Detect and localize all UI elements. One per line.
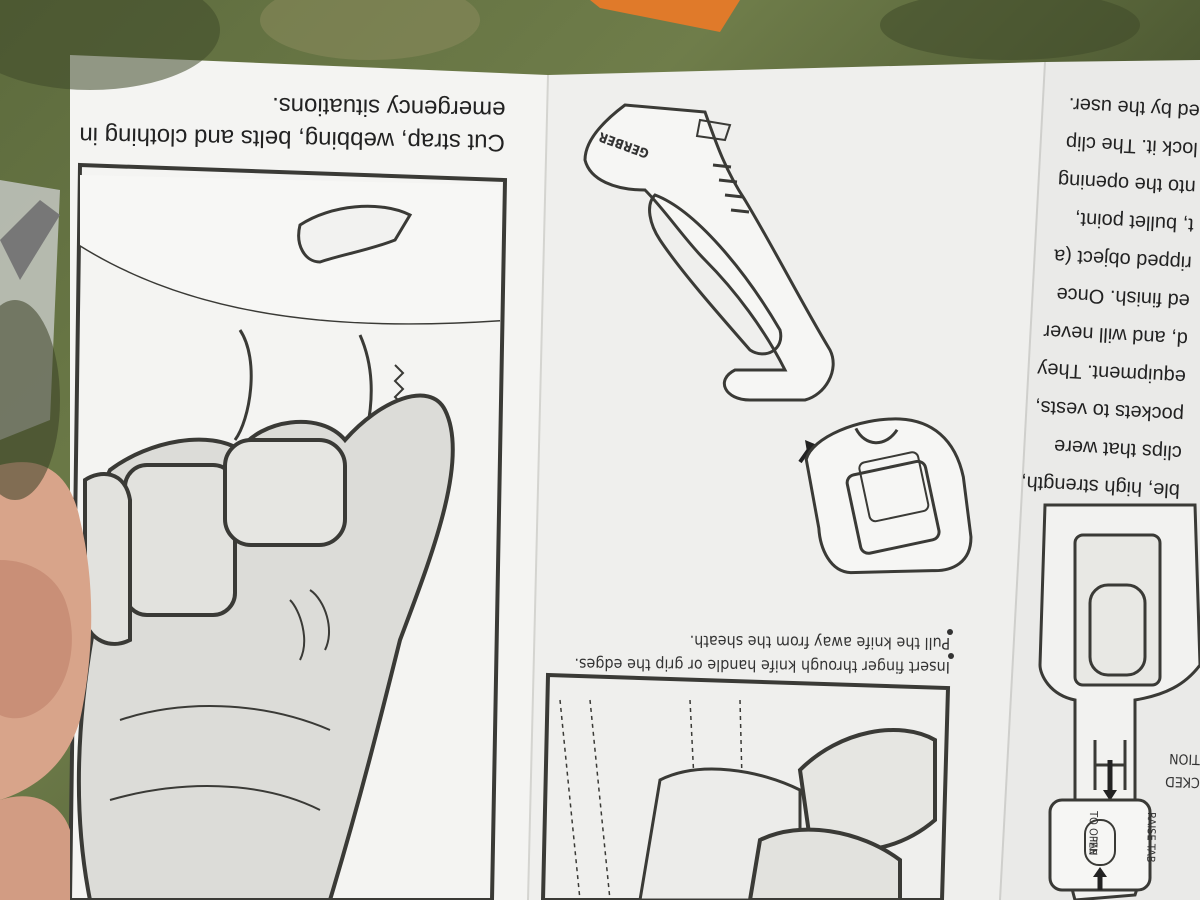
thumbnail: [0, 560, 72, 719]
glove-stitching: [289, 589, 330, 661]
fold-line: [999, 61, 1046, 900]
panel-middle: [528, 62, 1045, 900]
serrated-blade: [0, 200, 60, 280]
middle-instructions: Insert finger through knife handle or gr…: [574, 632, 950, 677]
clip-lock-drawing: [1038, 503, 1200, 900]
instruction-1: Insert finger through knife handle or gr…: [574, 655, 950, 677]
tab-label-line-2: TO OPEN: [1086, 810, 1100, 856]
orange-object: [590, 0, 740, 32]
tab-small-label: TAB: [1087, 837, 1098, 855]
locked-label: CKED: [1165, 773, 1200, 790]
strap-line: [233, 329, 253, 441]
caption-line-2: emergency situations.: [272, 92, 506, 123]
finger: [83, 472, 132, 646]
glove-finger: [747, 827, 902, 900]
sheath-clip-drawing: [804, 417, 973, 575]
cutter-tool-drawing: [583, 103, 835, 402]
instruction-2: Pull the knife away from the sheath.: [689, 632, 950, 653]
glove-seam: [109, 705, 331, 811]
cutter-hook: [297, 204, 413, 264]
tab-label-line-1: RAISE TAB: [1144, 812, 1158, 863]
finger: [123, 463, 237, 617]
finger-bottom: [0, 796, 70, 900]
bullet-point: [948, 653, 954, 659]
finger: [223, 438, 347, 547]
bullet-point: [947, 629, 953, 635]
middle-illustration-frame: [540, 672, 951, 900]
right-panel-text: ed by the user. lock it. The clip nto th…: [1020, 93, 1200, 501]
tab-label: RAISE TAB TO OPEN: [1086, 810, 1158, 863]
fold-line: [527, 74, 549, 900]
position-label: TION: [1169, 750, 1200, 767]
camo-blob: [880, 0, 1140, 60]
